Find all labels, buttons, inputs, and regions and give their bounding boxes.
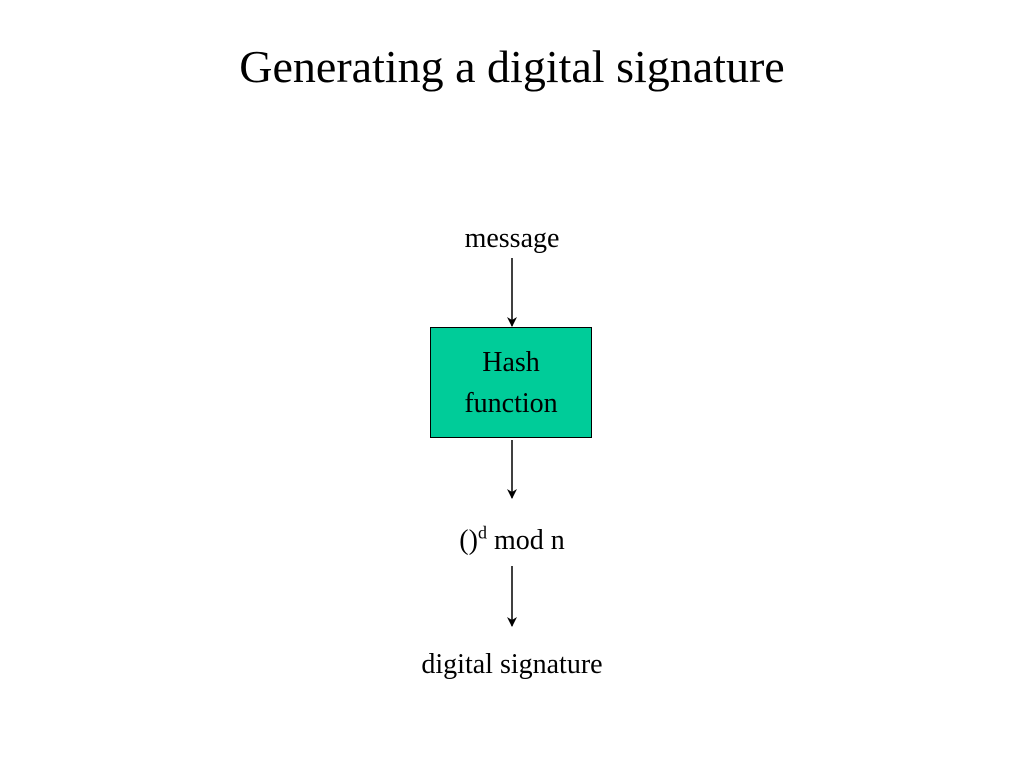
digital-signature-label: digital signature [421,649,603,680]
hash-function-label: Hash function [436,342,586,424]
hash-label-line1: Hash [482,346,540,378]
slide-title: Generating a digital signature [239,41,785,92]
hash-label-line2: function [464,387,558,419]
modexp-prefix: () [459,525,478,556]
message-label: message [464,223,560,254]
modexp-exponent: d [477,522,487,543]
hash-function-box: Hash function [430,327,592,438]
modexp-suffix: mod n [486,525,565,556]
modular-exponentiation-label: ()d mod n [312,524,712,558]
